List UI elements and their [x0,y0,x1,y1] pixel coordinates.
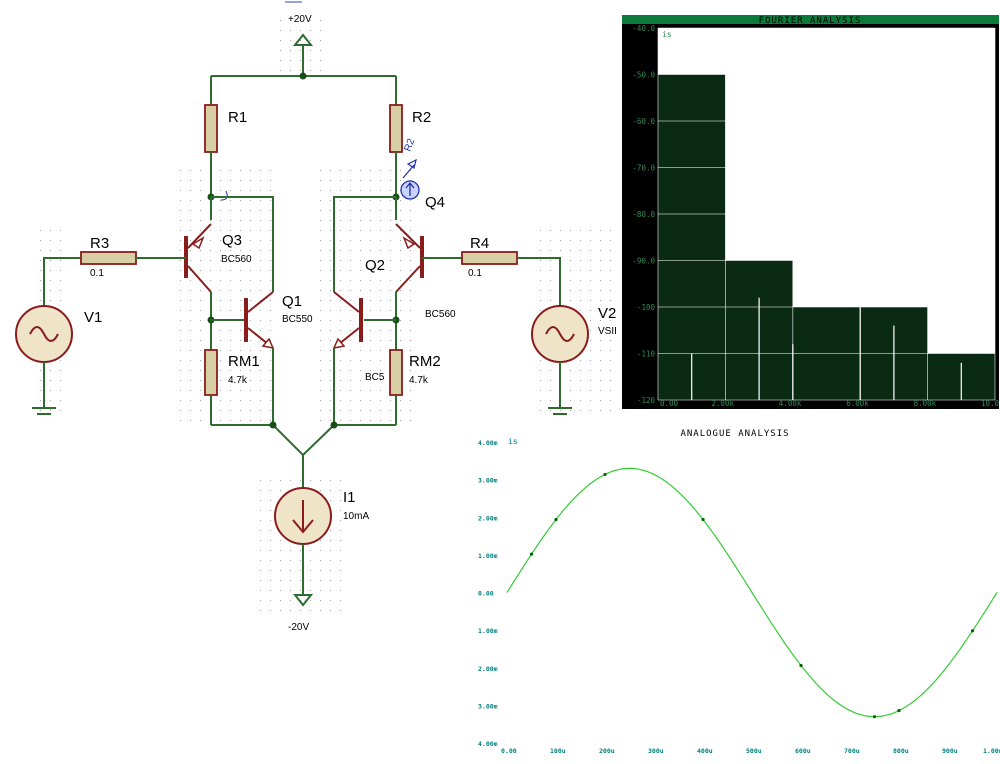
fourier-x-tick: 2.00k [711,399,734,408]
transistor-q1: Q1 BC550 [207,291,313,425]
fourier-y-tick: -60.0 [632,117,655,126]
transistor-q2: Q2 BC5 [332,257,400,425]
r4-value: 0.1 [468,268,482,279]
analog-sample-point [529,552,534,556]
fourier-y-tick: -70.0 [632,164,655,173]
q3-type: BC560 [221,254,252,265]
circuit-schematic: +20V R1 R2 R2 Q3 BC560 [15,1,620,633]
rm2-label: RM2 [409,353,441,370]
fourier-title: FOURIER ANALYSIS [759,16,862,26]
r2-probe-label: R2 [402,137,417,153]
supply-positive-label: +20V [288,14,312,25]
voltage-source-v2: V2 VSII [531,305,617,415]
rm1-label: RM1 [228,353,260,370]
analog-sample-point [603,472,607,477]
fourier-y-tick: -90.0 [632,257,655,266]
fourier-x-tick: 0.00 [660,399,679,408]
fourier-x-tick: 10.0k [981,399,999,408]
v1-label: V1 [84,309,102,326]
analog-unit: is [508,437,518,446]
current-probe-icon [400,180,420,200]
fourier-y-tick: -120 [637,396,656,405]
q2-type: BC5 [365,372,385,383]
fourier-x-tick: 6.00k [846,399,869,408]
q3-label: Q3 [222,232,242,249]
analog-x-tick: 200u [599,747,615,755]
analog-y-tick: 1.00m [478,552,498,560]
supply-negative: -20V [288,594,314,633]
fourier-x-tick: 4.00k [779,399,802,408]
supply-positive: +20V [285,1,314,76]
fourier-y-tick: -50.0 [632,71,655,80]
rm1-value: 4.7k [228,375,248,386]
analog-y-tick: 1.00m [478,627,498,635]
i1-label: I1 [343,489,356,506]
analog-y-tick: 4.00m [478,740,498,748]
analog-trace [506,467,998,718]
fourier-y-tick: -110 [637,350,656,359]
junction-top [299,72,307,80]
supply-negative-label: -20V [288,622,309,633]
r3-label: R3 [90,235,109,252]
analog-sample-point [799,663,803,668]
q4-type: BC560 [425,309,456,320]
q1-type: BC550 [282,314,313,325]
q4-label: Q4 [425,194,445,211]
v2-label: V2 [598,305,616,322]
analog-x-tick: 500u [746,747,762,755]
q1-label: Q1 [282,293,302,310]
analog-y-tick: 2.00m [478,514,498,522]
analog-x-tick: 300u [648,747,664,755]
analog-x-tick: 0.00 [501,747,517,755]
fourier-y-tick: -80.0 [632,210,655,219]
r4-label: R4 [470,235,489,252]
rm2-value: 4.7k [409,375,429,386]
analog-sample-point [701,517,705,522]
analog-y-tick: 0.00 [478,590,494,598]
resistor-r4: R4 0.1 [422,235,561,310]
analog-sample-point [970,629,975,633]
analog-sample-point [554,517,558,522]
analog-y-tick: 2.00m [478,665,498,673]
fourier-y-tick: -40.0 [632,24,655,33]
fourier-analysis-graph: FOURIER ANALYSIS is -40.0 -50.0 -60.0 -70.0… [622,15,1000,409]
analog-x-tick: 400u [697,747,713,755]
analog-sample-point [897,708,901,713]
analog-x-tick: 1.00m [983,747,1000,755]
resistor-rm1: RM1 4.7k [204,349,260,425]
analog-title: ANALOGUE ANALYSIS [680,429,789,439]
ground-icon [32,407,56,415]
resistor-rm2: RM2 4.7k [389,349,441,425]
analog-x-tick: 900u [942,747,958,755]
analog-y-tick: 3.00m [478,477,498,485]
wire-q2-collector [333,196,396,292]
i1-value: 10mA [343,511,369,522]
r2-label: R2 [412,109,431,126]
r3-value: 0.1 [90,268,104,279]
analog-sample-point [872,715,877,719]
fourier-x-tick: 8.00k [914,399,937,408]
analog-x-tick: 700u [844,747,860,755]
resistor-r3: R3 0.1 [43,235,186,345]
fourier-bar [658,74,726,400]
ground-icon [548,407,572,415]
analog-x-tick: 800u [893,747,909,755]
analog-x-tick: 600u [795,747,811,755]
fourier-unit: is [662,30,672,39]
analogue-analysis-graph: ANALOGUE ANALYSIS is 4.00m 3.00m 2.00m 1.00… [470,425,1000,759]
resistor-r1: R1 [204,76,247,197]
q2-label: Q2 [365,257,385,274]
current-source-i1: I1 10mA [274,487,369,595]
resistor-r2: R2 R2 [389,76,431,197]
analog-y-tick: 4.00m [478,439,498,447]
wire-q1-collector [211,196,274,292]
r1-label: R1 [228,109,247,126]
v2-type: VSII [598,326,617,337]
analog-x-tick: 100u [550,747,566,755]
fourier-y-tick: -100 [637,303,656,312]
analog-y-tick: 3.00m [478,702,498,710]
voltage-source-v1: V1 [15,305,102,415]
